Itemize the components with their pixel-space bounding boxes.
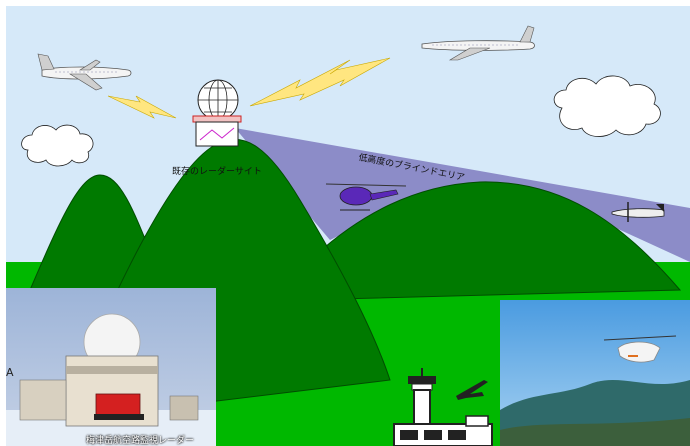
existing-radar-site-label: 既存のレーダーサイト [172,167,262,177]
right-mountain [299,181,682,301]
signal-bolt-right [249,57,391,107]
radar-dome-icon [192,79,242,147]
biplane-icon [611,202,665,222]
airliner-icon [37,53,132,91]
photo-radar-station [6,288,216,446]
airliner-icon [421,25,535,61]
photo-helicopter [500,300,690,446]
photo-caption: 梅津岳航空路監視レーダー [86,436,195,446]
cloud-left [21,124,94,167]
signal-bolt-left [107,95,177,119]
helicopter-icon [325,183,407,211]
control-tower-icon [393,368,493,446]
edge-fragment-text: A [6,366,14,379]
cloud-right [553,75,661,137]
